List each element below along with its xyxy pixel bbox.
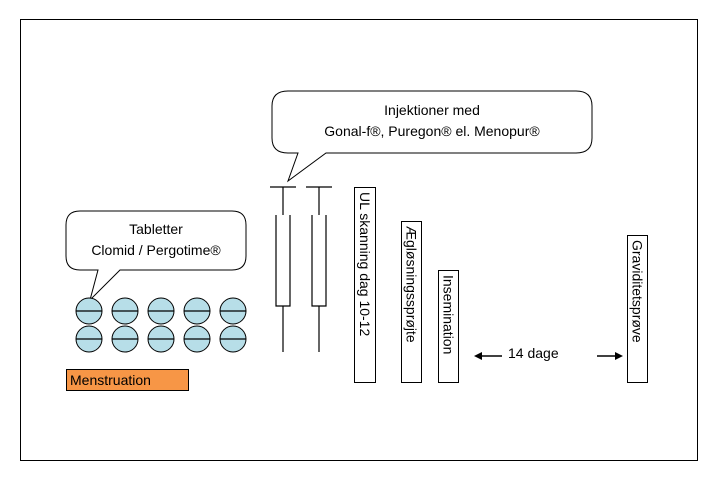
diagram-frame	[20, 19, 698, 461]
injections-bubble-text: Injektioner med Gonal-f®, Puregon® el. M…	[272, 100, 592, 142]
syringe-icon	[270, 186, 296, 352]
injections-speech-bubble	[271, 90, 593, 183]
interval-label: 14 dage	[508, 345, 559, 361]
pill-icon	[75, 325, 103, 353]
injections-line-2: Gonal-f®, Puregon® el. Menopur®	[324, 123, 540, 139]
tablets-bubble-text: Tabletter Clomid / Pergotime®	[66, 219, 246, 261]
pill-icon	[75, 297, 103, 325]
pill-icon	[111, 325, 139, 353]
pill-icon	[219, 325, 247, 353]
pill-icon	[183, 325, 211, 353]
ovulation-injection-label: Ægløsningssprøjte	[401, 221, 422, 383]
pregnancy-test-label: Graviditetsprøve	[627, 235, 648, 383]
pill-icon	[219, 297, 247, 325]
pill-icon	[147, 297, 175, 325]
left-arrow-icon	[474, 352, 502, 360]
ul-scan-label: UL skanning dag 10-12	[354, 187, 376, 383]
menstruation-label: Menstruation	[66, 369, 189, 391]
pill-icon	[183, 297, 211, 325]
syringe-icon	[306, 186, 332, 352]
insemination-label: Insemination	[438, 270, 459, 383]
pill-icon	[111, 297, 139, 325]
tablets-line-2: Clomid / Pergotime®	[91, 242, 221, 258]
pill-icon	[147, 325, 175, 353]
injections-line-1: Injektioner med	[384, 102, 480, 118]
tablets-speech-bubble	[65, 210, 247, 302]
right-arrow-icon	[597, 352, 623, 360]
tablets-line-1: Tabletter	[129, 221, 183, 237]
pill-group	[75, 297, 247, 353]
